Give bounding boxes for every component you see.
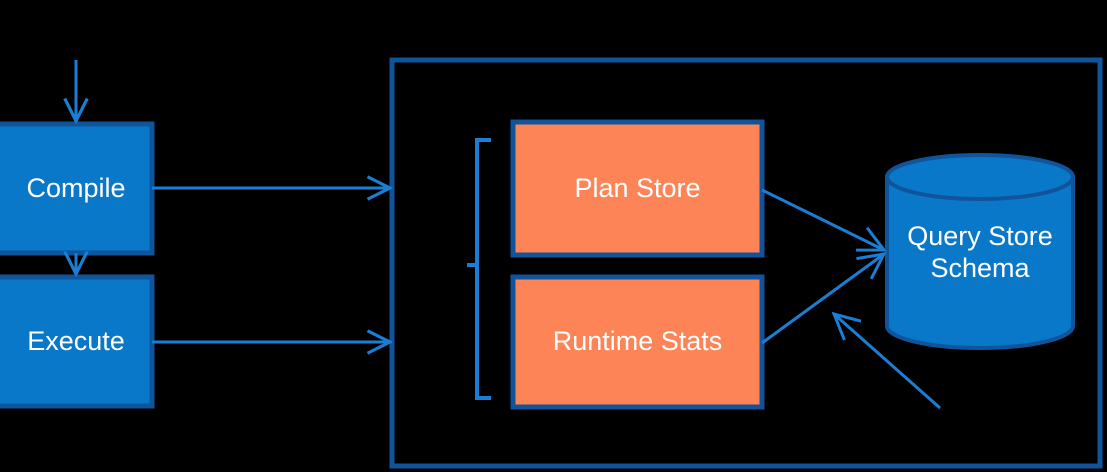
- grouping-bracket-icon: [467, 138, 491, 400]
- arrow-plan-store-to-schema: [761, 188, 884, 250]
- plan-store-box[interactable]: [510, 119, 765, 258]
- query-store-boundary: [389, 57, 1103, 469]
- runtime-stats-box[interactable]: [510, 274, 765, 410]
- arrow-runtime-stats-to-schema: [761, 254, 884, 345]
- query-store-schema-cylinder[interactable]: [885, 153, 1075, 350]
- execute-box[interactable]: [0, 274, 155, 409]
- arrow-external-to-schema: [834, 314, 941, 410]
- compile-box[interactable]: [0, 121, 155, 256]
